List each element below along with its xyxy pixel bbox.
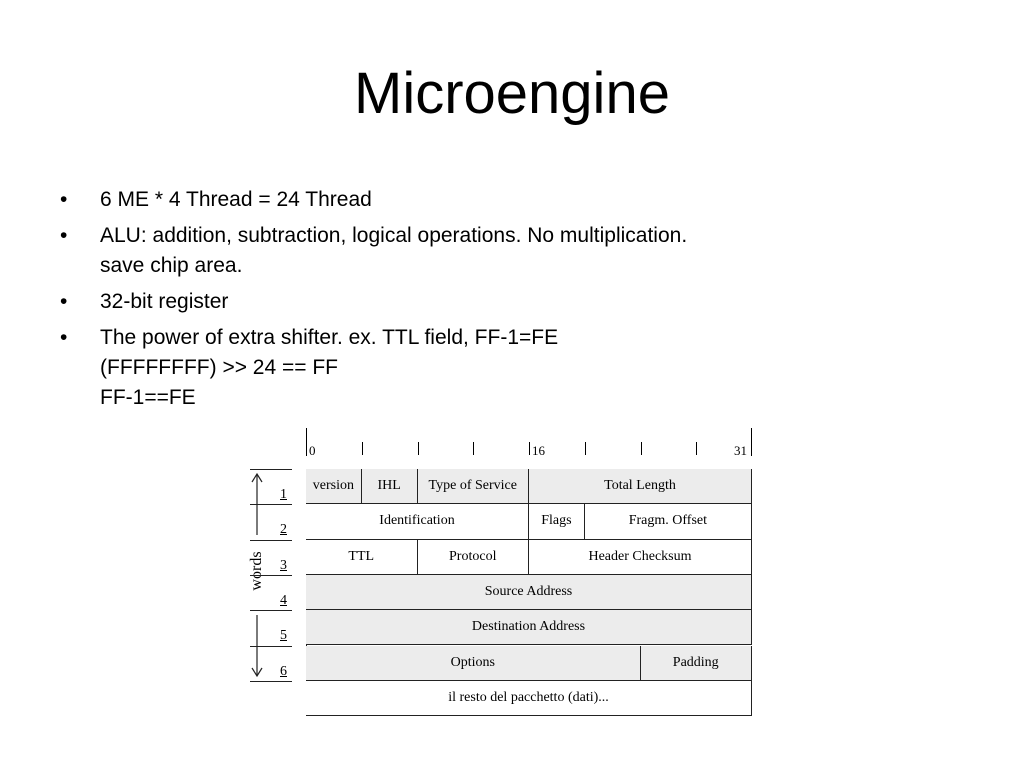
ruler-tick [306, 428, 307, 456]
bullet-text: ALU: addition, subtraction, logical oper… [100, 224, 688, 247]
ruler-tick [362, 442, 363, 455]
word-number: 1 [280, 487, 287, 502]
header-field: Fragm. Offset [584, 504, 752, 540]
bullet-item: • 6 ME * 4 Thread = 24 Thread [60, 185, 860, 215]
bullet-text: (FFFFFFFF) >> 24 == FF [100, 356, 339, 379]
arrow-stroke [251, 472, 263, 483]
word-separator-line [250, 504, 292, 506]
bullet-text: The power of extra shifter. ex. TTL fiel… [100, 326, 559, 349]
word-separator-line [250, 610, 292, 612]
bullet-text: save chip area. [100, 254, 243, 277]
words-arrow-icon [251, 472, 263, 678]
word-number: 6 [280, 663, 287, 679]
ruler-tick [751, 428, 752, 456]
header-field: Padding [640, 645, 752, 681]
ruler-tick [473, 442, 474, 455]
word-separator-line [250, 645, 292, 647]
word-separator-line [250, 680, 292, 682]
word-separator-line [250, 574, 292, 576]
ruler-label-mid: 16 [532, 443, 545, 458]
header-field: Options [306, 645, 641, 681]
word-separator-line [250, 469, 292, 470]
bullet-text: 6 ME * 4 Thread = 24 Thread [100, 188, 372, 211]
word-number: 4 [280, 592, 287, 608]
bullet-item: • 32-bit register [60, 287, 860, 317]
bullet-dot: • [60, 224, 68, 247]
bullet-text: FF-1==FE [100, 386, 196, 409]
header-field: Destination Address [306, 610, 752, 646]
word-number: 5 [280, 628, 287, 644]
bullet-dot: • [60, 188, 68, 211]
header-field: il resto del pacchetto (dati)... [306, 680, 752, 717]
ruler-tick [696, 442, 697, 455]
ruler-tick [585, 442, 586, 455]
word-separator-line [250, 539, 292, 541]
ruler-tick [529, 442, 530, 455]
header-field: Type of Service [417, 469, 529, 505]
header-field: Total Length [529, 469, 752, 505]
bullet-dot: • [60, 290, 68, 313]
word-number: 3 [280, 557, 287, 573]
word-number: 2 [280, 522, 287, 538]
bullet-dot: • [60, 326, 68, 349]
ruler-tick [418, 442, 419, 455]
bullet-item: • ALU: addition, subtraction, logical op… [60, 221, 860, 281]
ruler-label-end: 31 [734, 443, 747, 458]
bullet-text: 32-bit register [100, 290, 229, 313]
header-field: Protocol [417, 539, 529, 575]
bullet-list: • 6 ME * 4 Thread = 24 Thread • ALU: add… [60, 185, 860, 419]
header-field: Source Address [306, 574, 752, 611]
header-field: TTL [306, 539, 418, 575]
slide-title: Microengine [354, 61, 670, 126]
arrow-stroke [251, 667, 263, 678]
header-field: version [306, 469, 362, 505]
header-field: Header Checksum [529, 539, 752, 575]
header-field: Flags [529, 504, 585, 540]
ruler-label-start: 0 [309, 443, 316, 458]
ruler-tick [641, 442, 642, 455]
header-field: IHL [361, 469, 418, 505]
bullet-item: • The power of extra shifter. ex. TTL fi… [60, 323, 860, 413]
header-field: Identification [306, 504, 529, 540]
